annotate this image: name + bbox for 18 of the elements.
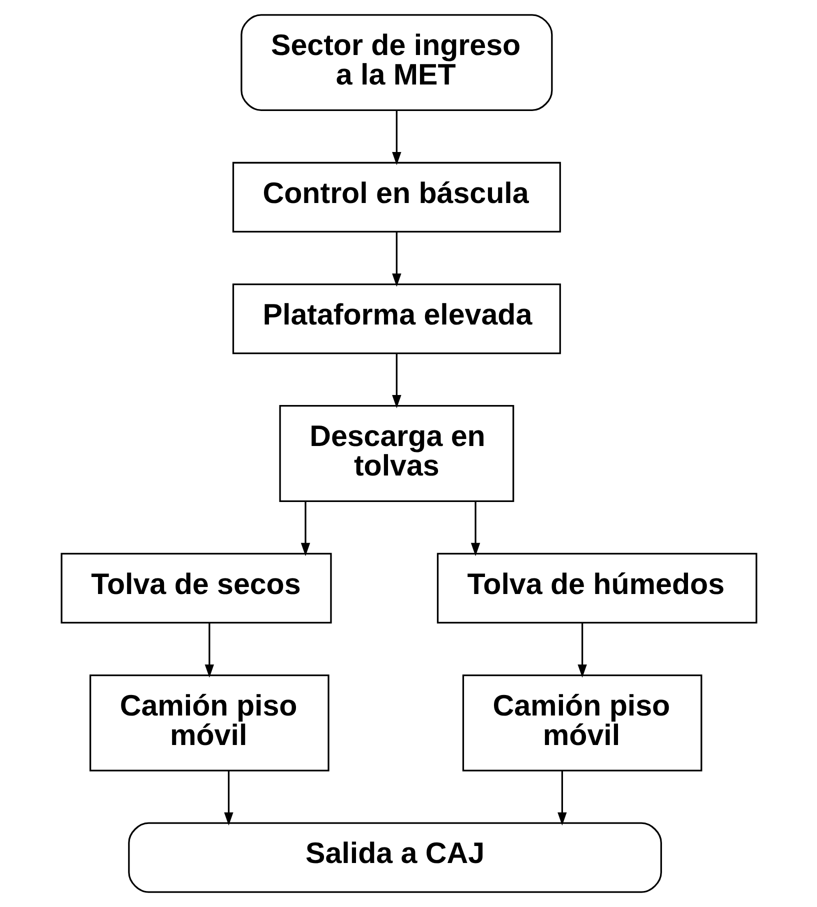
node-box: Plataforma elevada (232, 283, 560, 354)
node-box: Control en báscula (232, 162, 560, 233)
node-box: Tolva de húmedos (436, 552, 757, 624)
arrow (392, 354, 401, 408)
arrow (392, 232, 401, 287)
arrow (300, 501, 310, 556)
node-box: Tolva de secos (60, 552, 332, 624)
arrow (470, 501, 480, 556)
arrow (204, 622, 214, 678)
node-box: Salida a CAJ (128, 822, 662, 893)
arrow (392, 110, 401, 166)
node-box: Sector de ingreso a la MET (240, 14, 552, 111)
arrow (577, 622, 586, 678)
node-box: Descarga en tolvas (278, 405, 514, 502)
node-box: Camión piso móvil (89, 674, 329, 772)
node-box: Camión piso móvil (462, 674, 702, 772)
arrow (557, 770, 566, 826)
arrow (224, 770, 233, 826)
